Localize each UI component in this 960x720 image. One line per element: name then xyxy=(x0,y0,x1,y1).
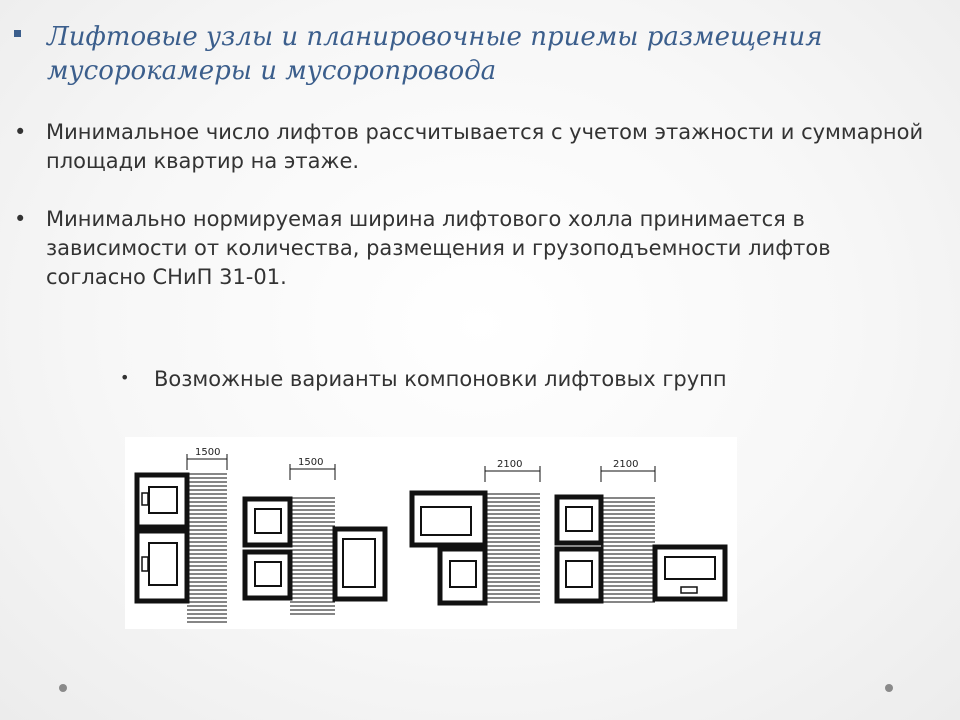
square-bullet-icon xyxy=(14,30,21,37)
bullet-text: Минимальное число лифтов рассчитывается … xyxy=(46,120,924,173)
layout-4: 2100 xyxy=(554,459,728,605)
lift-hall-hatch xyxy=(290,497,335,617)
lift-hall-hatch xyxy=(485,493,540,603)
lift-shaft xyxy=(437,546,488,606)
footer-dot-icon-left xyxy=(59,684,67,692)
dimension-label: 1500 xyxy=(195,447,220,458)
lift-car xyxy=(664,556,716,580)
dimension-label: 1500 xyxy=(298,457,323,468)
layout-3: 2100 xyxy=(409,459,541,606)
lift-group-drawings: 1500 1500 2100 xyxy=(134,447,728,623)
dimension-label: 2100 xyxy=(613,459,638,470)
lift-car xyxy=(565,506,593,532)
lift-door xyxy=(141,556,149,572)
lift-hall-hatch xyxy=(601,495,655,605)
sub-bullet-layout-options: • Возможные варианты компоновки лифтовых… xyxy=(120,365,954,394)
lift-car xyxy=(254,561,282,587)
round-bullet-icon: • xyxy=(120,368,130,387)
freight-lift-shaft xyxy=(409,490,488,548)
lift-car xyxy=(148,486,178,514)
lift-shaft xyxy=(134,472,190,530)
lift-car xyxy=(342,538,376,588)
lift-car xyxy=(565,560,593,588)
sub-bullet-text: Возможные варианты компоновки лифтовых г… xyxy=(154,367,727,391)
bullet-text: Минимально нормируемая ширина лифтового … xyxy=(46,207,831,289)
freight-lift-shaft xyxy=(332,526,388,602)
round-bullet-icon: • xyxy=(14,207,27,231)
slide-title: Лифтовые узлы и планировочные приемы раз… xyxy=(14,20,934,88)
lift-group-layouts-figure: 1500 1500 2100 xyxy=(125,437,737,629)
freight-lift-shaft xyxy=(652,544,728,602)
lift-door xyxy=(680,586,698,594)
bullet-list: • Минимальное число лифтов рассчитываетс… xyxy=(14,118,934,292)
lift-car xyxy=(449,560,477,588)
lift-shaft xyxy=(554,494,604,546)
dimension-label: 2100 xyxy=(497,459,522,470)
page-title: Лифтовые узлы и планировочные приемы раз… xyxy=(47,22,823,86)
bullet-item-lift-count: • Минимальное число лифтов рассчитываетс… xyxy=(14,118,934,176)
lift-door xyxy=(141,492,149,506)
layout-1: 1500 xyxy=(134,447,228,623)
lift-shaft xyxy=(242,496,293,548)
lift-hall-hatch xyxy=(187,473,227,623)
lift-shaft xyxy=(554,546,604,604)
lift-shaft xyxy=(242,549,293,601)
lift-car xyxy=(254,508,282,534)
lift-car xyxy=(420,506,472,536)
lift-shaft xyxy=(134,528,190,604)
layout-2: 1500 xyxy=(242,457,388,617)
round-bullet-icon: • xyxy=(14,120,27,144)
footer-dot-icon-right xyxy=(885,684,893,692)
lift-car xyxy=(148,542,178,586)
bullet-item-hall-width: • Минимально нормируемая ширина лифтовог… xyxy=(14,205,934,292)
